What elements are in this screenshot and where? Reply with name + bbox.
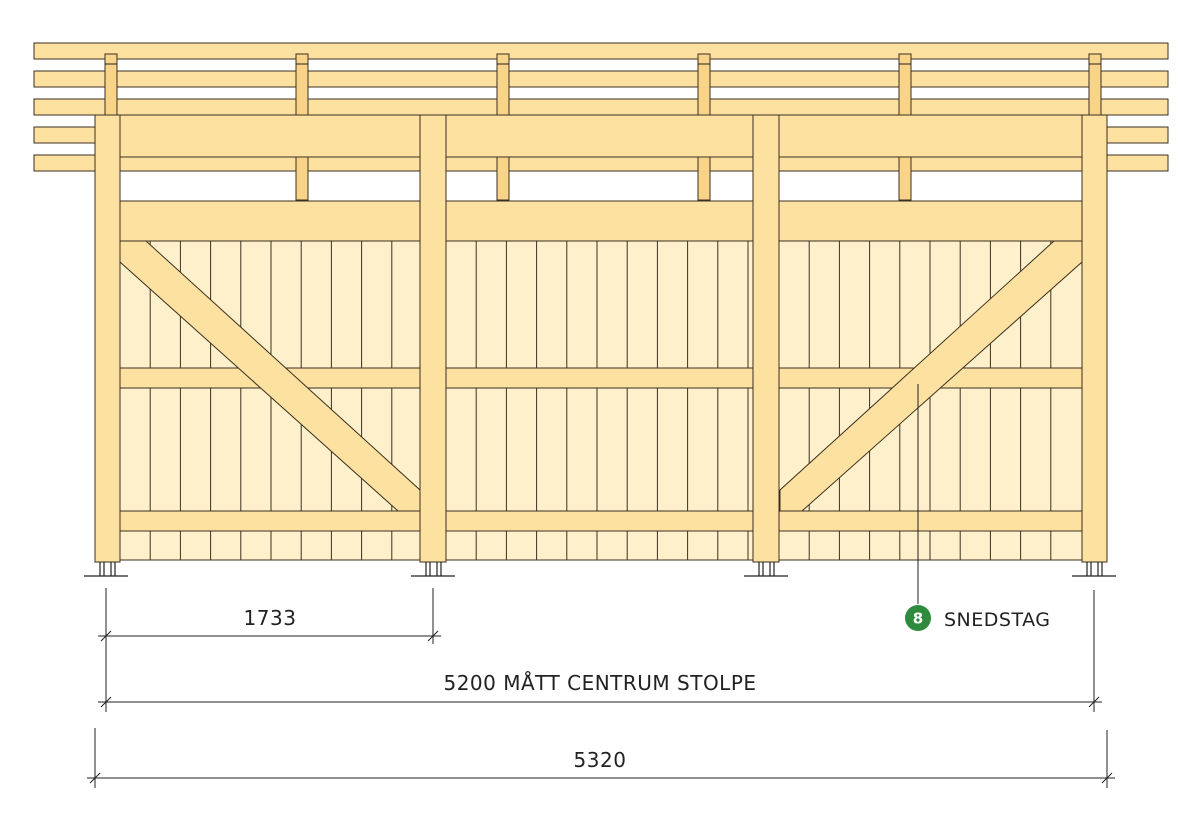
rafter xyxy=(104,53,118,117)
roof-battens xyxy=(33,42,1169,172)
top-beam xyxy=(117,114,1083,158)
dimension-label-post-spacing: 1733 xyxy=(244,606,297,630)
callout-badge xyxy=(905,605,931,631)
post-anchor xyxy=(84,562,128,577)
roof-batten xyxy=(33,70,1169,88)
post-anchor xyxy=(411,562,455,577)
dimension-label-overall-width: 5320 xyxy=(574,748,627,772)
roof-batten xyxy=(33,98,1169,116)
dimension-overall-width: 5320 xyxy=(87,728,1115,788)
post xyxy=(1081,114,1108,563)
dimension-center-to-center: 5200 MÅTT CENTRUM STOLPE xyxy=(98,590,1102,712)
post xyxy=(419,114,447,563)
rafter xyxy=(1088,53,1102,117)
posts xyxy=(94,114,1108,563)
upper-rail xyxy=(117,200,1083,242)
post-anchor xyxy=(1072,562,1116,577)
post xyxy=(94,114,121,563)
callout-number: 8 xyxy=(913,610,923,628)
dimension-label-center-to-center: 5200 MÅTT CENTRUM STOLPE xyxy=(443,671,756,695)
post xyxy=(752,114,780,563)
post-anchors xyxy=(84,562,1116,577)
post-anchor xyxy=(744,562,788,577)
roof-batten xyxy=(33,42,1169,60)
callout-diagonal-brace: 8 SNEDSTAG xyxy=(905,384,1051,631)
callout-label: SNEDSTAG xyxy=(944,609,1051,631)
dimension-post-spacing: 1733 xyxy=(98,588,441,644)
bottom-rail xyxy=(117,510,1083,532)
